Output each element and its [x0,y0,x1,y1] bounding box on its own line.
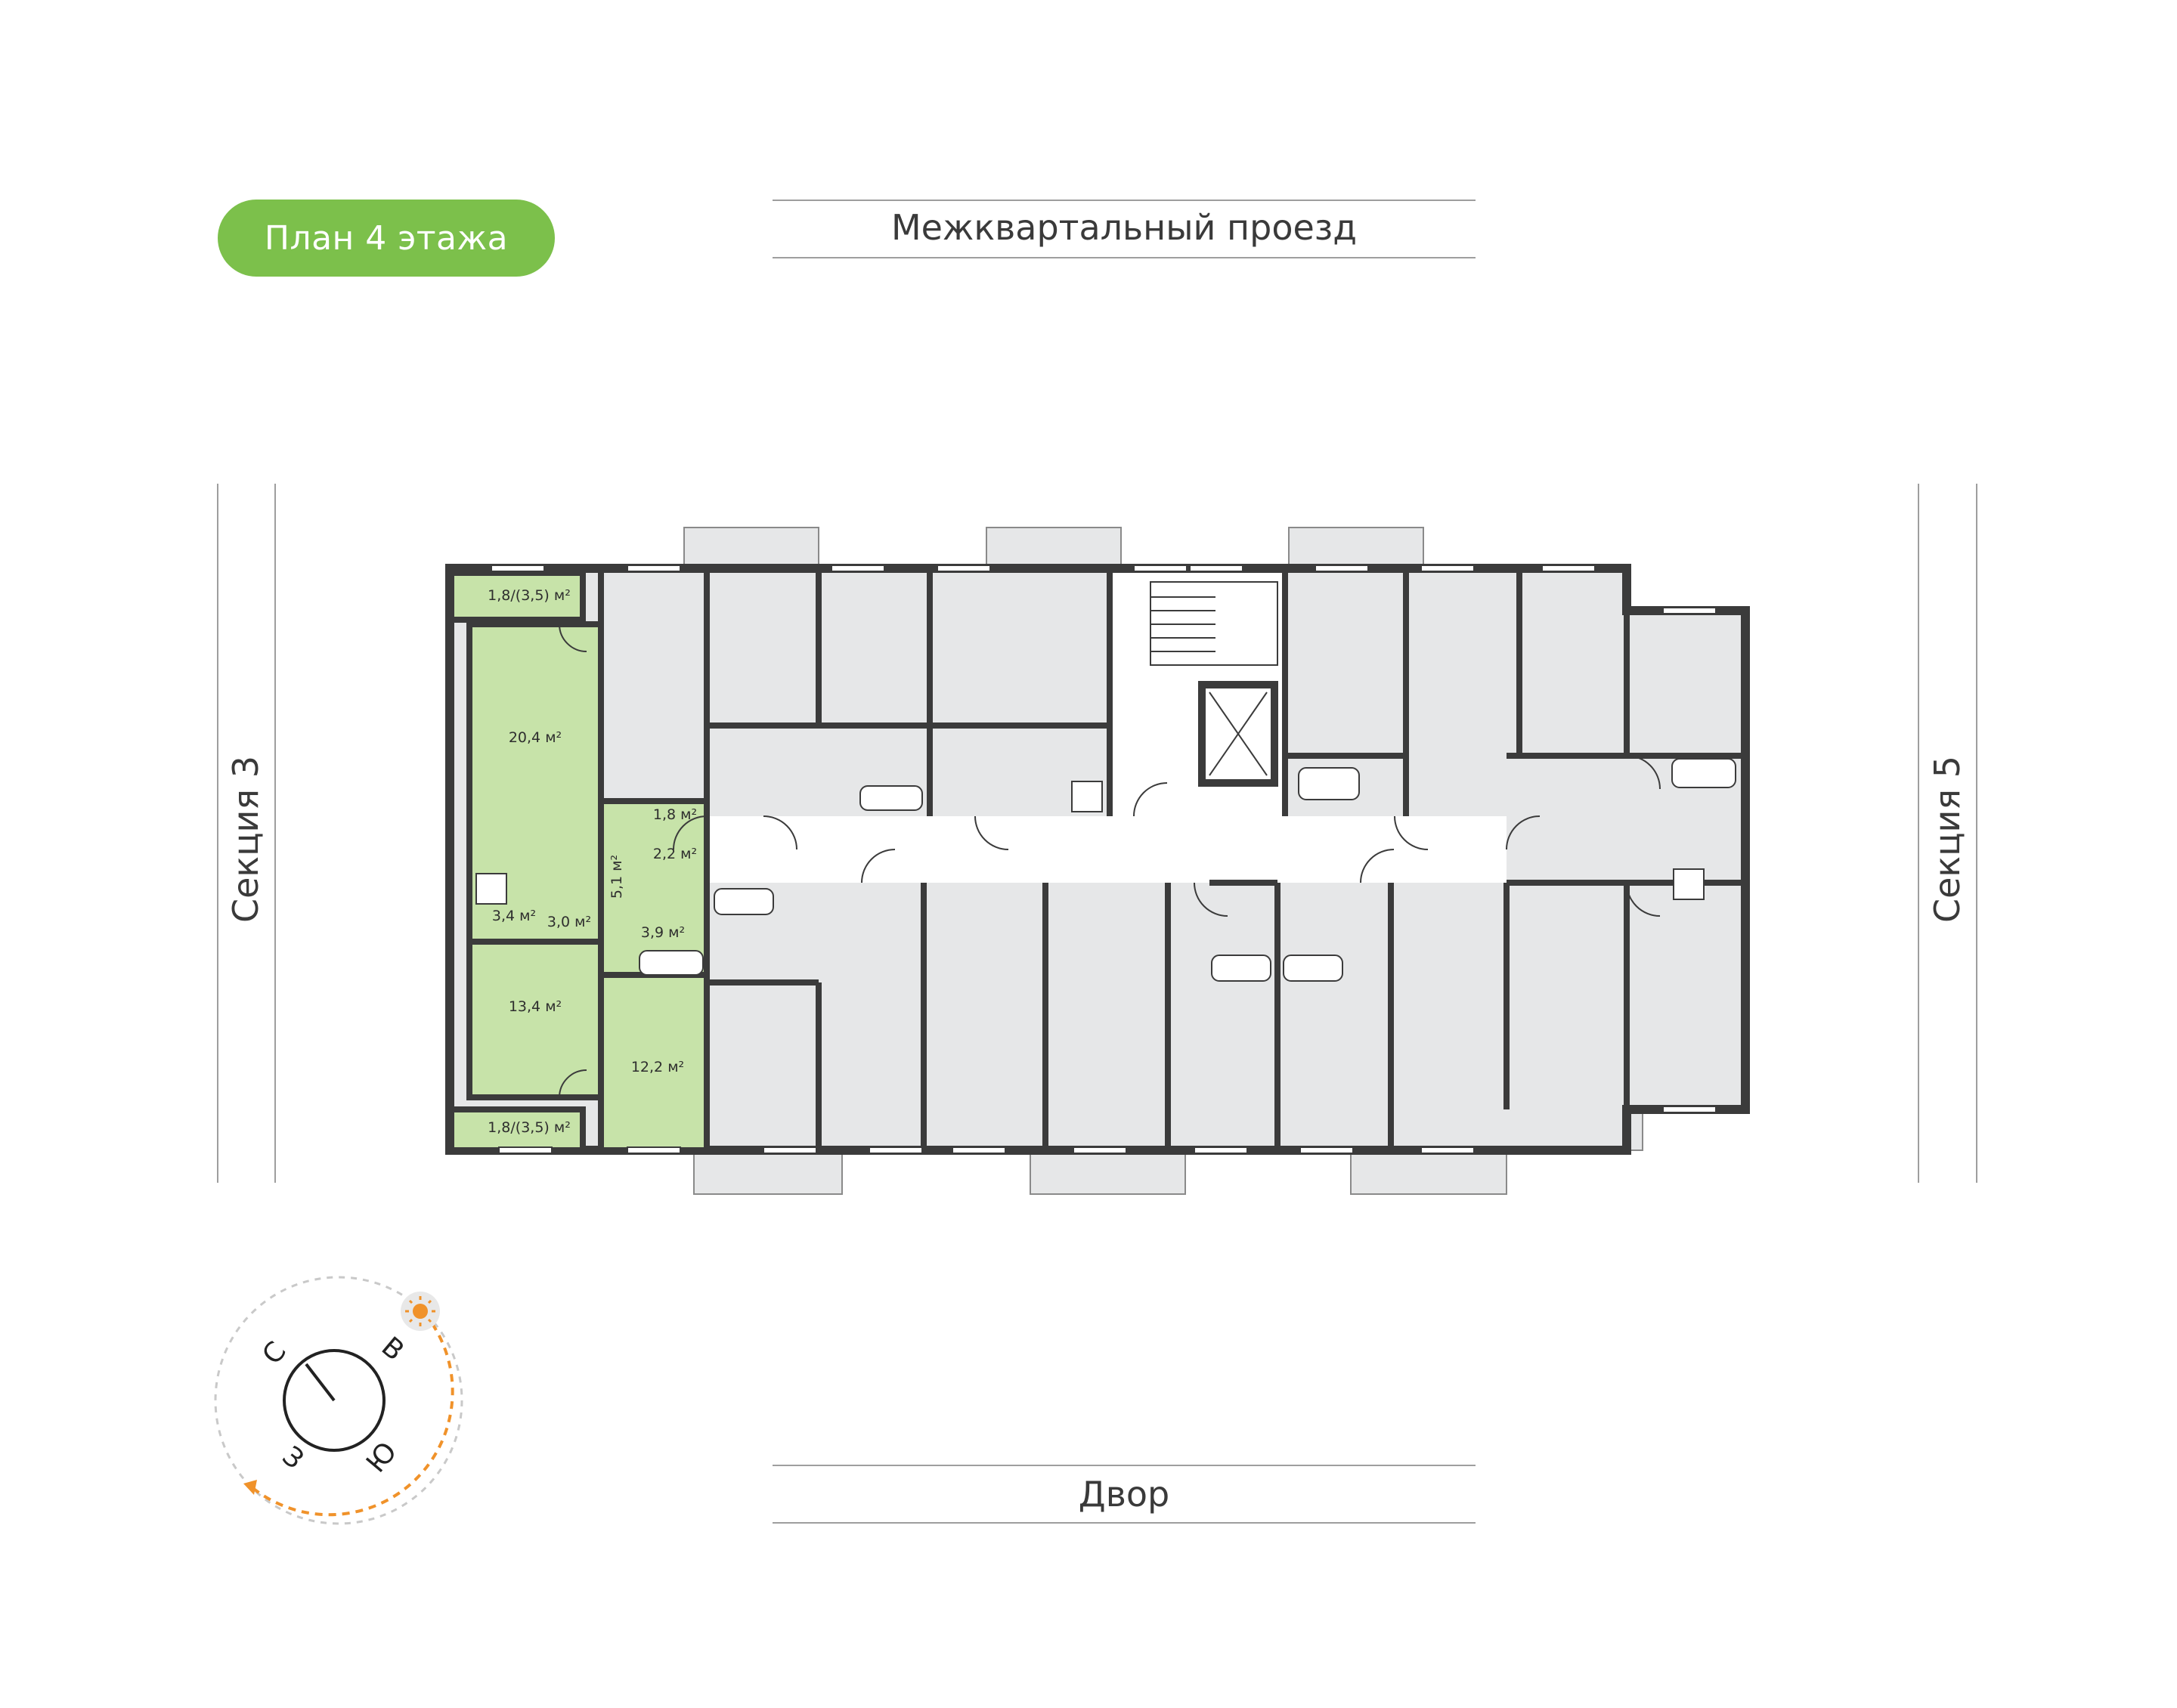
compass-south: Ю [361,1437,403,1479]
label-room-mid: 13,4 м² [509,998,562,1015]
label-bath-1: 3,4 м² [492,908,536,924]
compass-dial [283,1349,386,1452]
door-swings [559,623,1661,1098]
street-label-bottom: Двор [1078,1474,1170,1515]
section-5-line-left [1918,484,1919,1183]
elevator [1198,681,1278,787]
compass: С В Ю З [214,1276,463,1525]
compass-north: С [256,1336,293,1371]
section-3-line-right [274,484,276,1183]
compass-orbit [214,1276,463,1525]
label-balcony-top: 1,8/(3,5) м² [488,587,571,604]
windows [491,565,1717,1154]
shower-cabins [475,781,1705,905]
street-line-top-lower [773,257,1476,258]
interior-walls [598,573,1745,1150]
street-label-top: Межквартальный проезд [890,207,1358,248]
street-line-bottom-upper [773,1465,1476,1466]
floor-plan-badge: План 4 этажа [218,200,555,277]
area-labels: 1,8/(3,5) м² 20,4 м² 1,8 м² 2,2 м² 3,4 м… [488,587,697,1136]
bathtubs [639,758,1736,982]
compass-needle [305,1363,336,1402]
stair-core [1110,573,1285,816]
label-corridor: 5,1 м² [609,855,625,899]
label-wc: 3,0 м² [547,914,591,930]
label-hall-2: 2,2 м² [653,846,697,862]
label-room-right: 12,2 м² [631,1059,684,1075]
compass-west: З [276,1440,309,1475]
staircase [1150,581,1278,666]
label-room-large: 20,4 м² [509,729,562,746]
street-line-top-upper [773,200,1476,201]
label-hall-1: 1,8 м² [653,806,697,823]
apartment-balconies [448,570,586,1153]
compass-east: В [376,1332,410,1367]
section-5-line-right [1976,484,1977,1183]
label-balcony-bottom: 1,8/(3,5) м² [488,1119,571,1136]
central-corridor [703,816,1507,883]
sun-path-arc [249,1311,454,1517]
street-line-bottom-lower [773,1522,1476,1524]
label-bath-2: 3,9 м² [641,924,685,941]
section-3-line-left [217,484,218,1183]
sun-icon [401,1292,440,1331]
sun-path-arrowhead [243,1480,257,1495]
